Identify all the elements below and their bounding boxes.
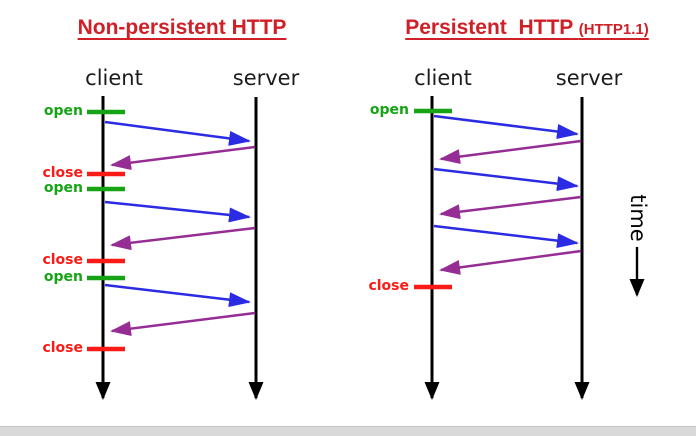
persistent-panel [414,96,590,400]
http-response-arrow [439,249,582,275]
nonpersistent-title: Non-persistent HTTP [77,16,287,39]
client-label: client [85,66,143,90]
persistent-title-main: Persistent HTTP [405,16,573,39]
open-label: open [43,180,83,196]
open-label: open [43,103,83,119]
http-request-arrow [104,120,251,146]
close-label: close [42,165,83,181]
http-response-arrow [439,139,582,165]
close-label: close [42,340,83,356]
close-label: close [368,278,409,294]
http-request-arrow [433,167,579,192]
open-label: open [369,102,409,118]
http-response-arrow [110,145,256,171]
open-label: open [43,269,83,285]
http-request-arrow [104,283,251,308]
server-label: server [232,66,300,90]
http-response-arrow [110,226,256,251]
client-label: client [414,66,472,90]
http-response-arrow [439,195,582,220]
time-label: time [626,194,650,242]
nonpersistent-panel [87,96,264,400]
http-request-arrow [433,224,579,249]
persistent-title: Persistent HTTP (HTTP1.1) [377,16,677,40]
http-request-arrow [433,114,579,139]
server-label: server [555,66,623,90]
http-response-arrow [110,311,256,337]
close-label: close [42,252,83,268]
bottom-gray-bar [0,426,696,436]
persistent-title-note: (HTTP1.1) [578,21,649,38]
http-request-arrow [104,200,251,223]
